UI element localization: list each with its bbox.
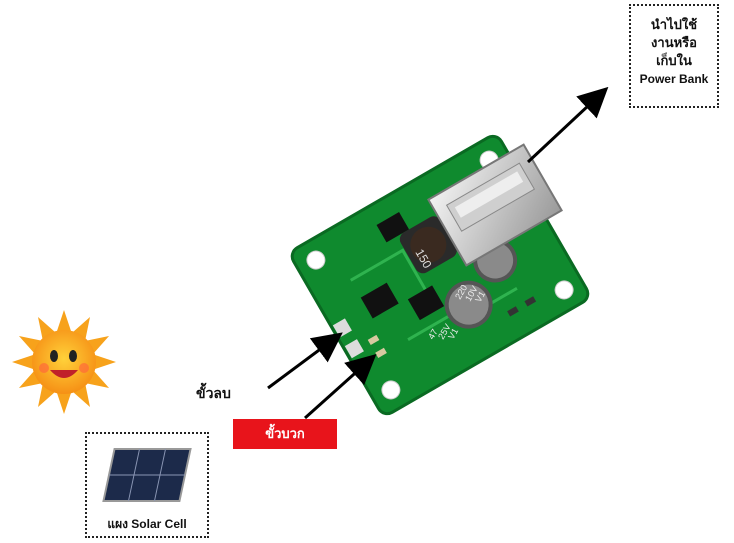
output-note-line4: Power Bank	[639, 72, 709, 86]
capacitor-top-marking-3: V1	[473, 289, 487, 304]
output-note-line3: เก็บใน	[656, 53, 692, 68]
output-note-line2: งานหรือ	[651, 35, 697, 50]
solar-cell-caption: แผง Solar Cell	[107, 517, 187, 531]
negative-terminal-label: ขั้วลบ	[196, 385, 231, 401]
capacitor-bottom-marking-3: V1	[446, 326, 460, 341]
usb-port-icon	[427, 143, 563, 267]
solar-cell-box: แผง Solar Cell	[85, 432, 209, 538]
positive-terminal-label: ขั้วบวก	[233, 419, 337, 449]
arrow-positive	[303, 353, 377, 420]
arrow-to-output	[526, 86, 609, 164]
sun-icon	[12, 310, 116, 414]
output-note-line1: นำไปใช้	[650, 17, 698, 32]
pcb-board	[290, 134, 590, 416]
output-note-box: นำไปใช้ งานหรือ เก็บใน Power Bank	[629, 4, 719, 108]
arrow-negative	[267, 332, 343, 390]
capacitor-bottom-marking-1: 47	[426, 327, 440, 341]
solar-panel-icon	[102, 448, 192, 502]
